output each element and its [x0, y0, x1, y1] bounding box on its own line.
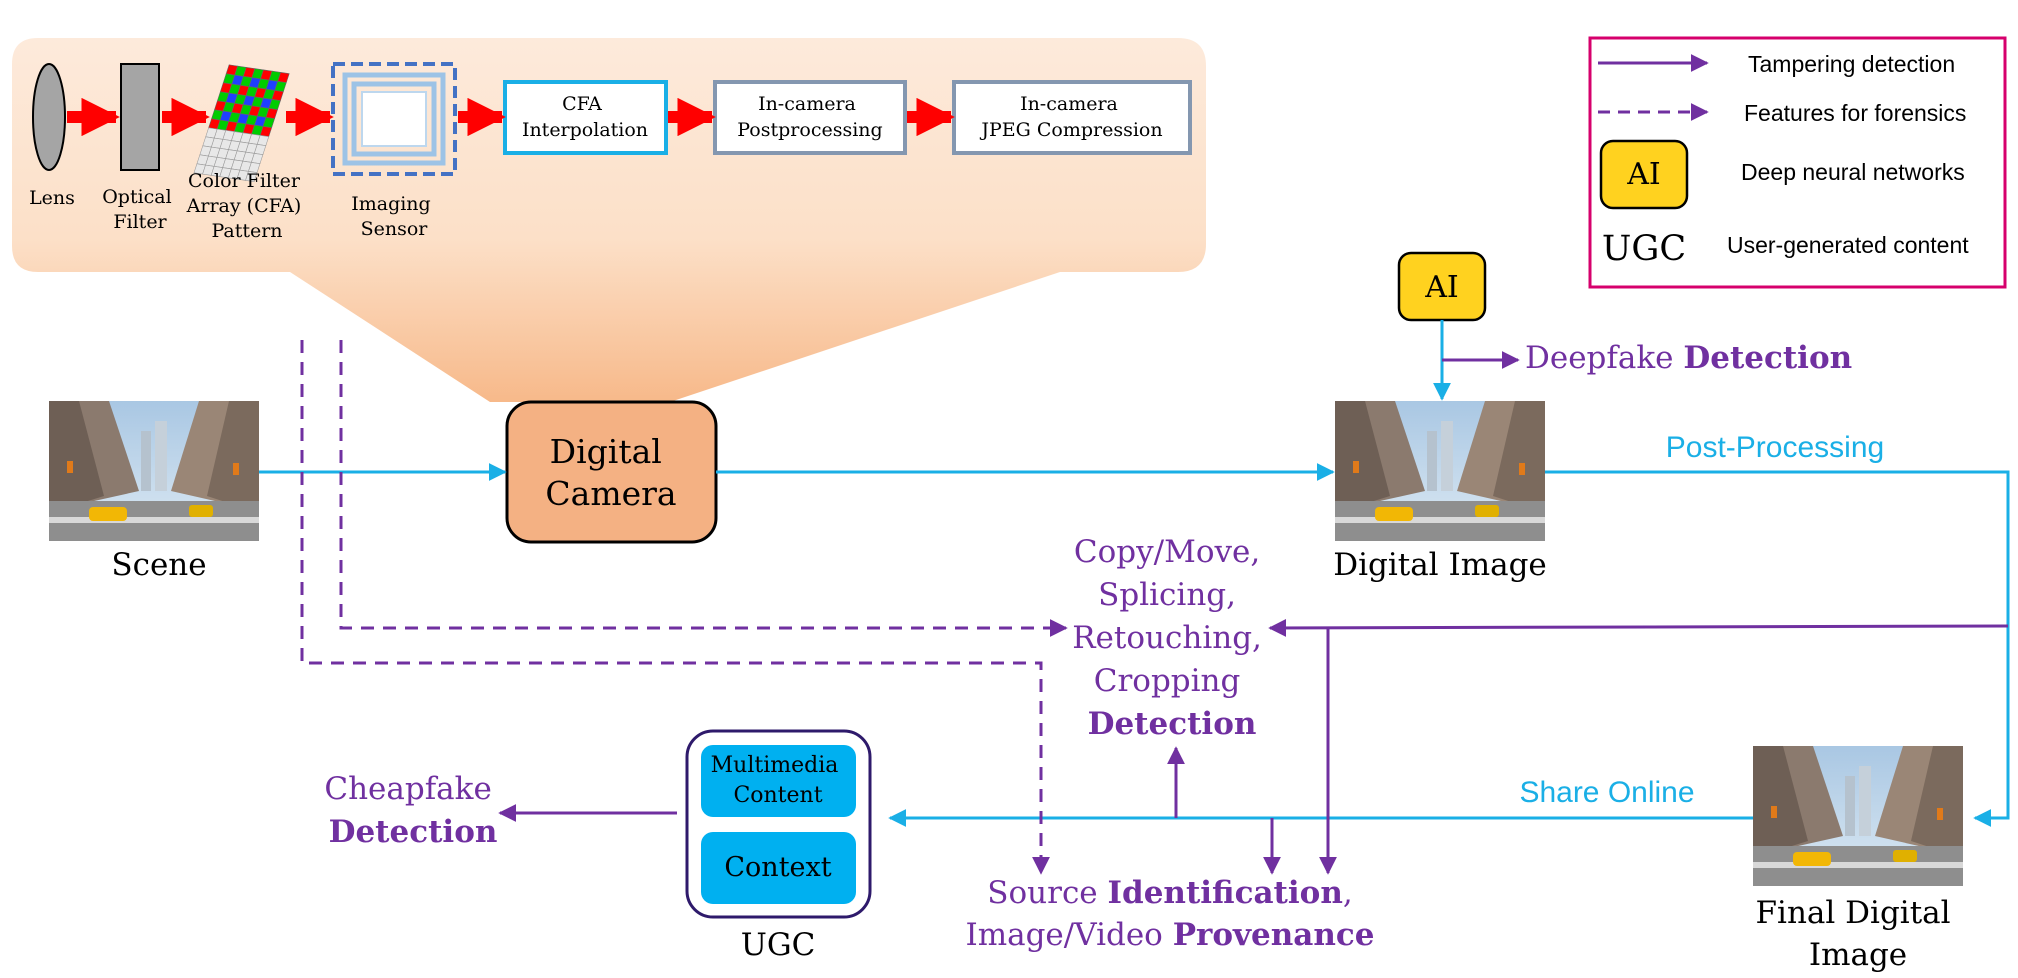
- legend-ugc-label: User-generated content: [1727, 232, 1969, 258]
- postprocessing-box: [713, 80, 907, 155]
- pipeline: Lens Optical Filter Color Filter Array (…: [29, 62, 1192, 242]
- multimedia-content-box: [701, 745, 856, 817]
- cfa-pattern-label: Color Filter Array (CFA) Pattern: [186, 170, 308, 242]
- postprocessing-label: In-camera Postprocessing: [737, 93, 882, 141]
- source-identification-label: Source Identification,: [987, 875, 1352, 911]
- context-label: Context: [724, 852, 831, 883]
- legend-tampering-label: Tampering detection: [1748, 51, 1955, 77]
- digital-image: [1335, 401, 1545, 541]
- imaging-sensor-shape: [331, 62, 457, 176]
- legend: Tampering detection Features for forensi…: [1588, 36, 2007, 289]
- cfa-pattern-shape: [193, 64, 290, 183]
- scene-image: [49, 401, 259, 541]
- digital-camera-label: Digital Camera: [545, 432, 676, 513]
- legend-ugc-badge: UGC: [1602, 229, 1686, 269]
- imaging-sensor-label: Imaging Sensor: [351, 193, 437, 240]
- purple-flows: [498, 351, 2009, 875]
- digital-camera-box: [505, 400, 718, 544]
- lens-label: Lens: [29, 187, 75, 209]
- cfa-interpolation-label: CFA Interpolation: [522, 93, 648, 141]
- cfa-interpolation-box: [503, 80, 668, 155]
- cfa-cell-empty: [245, 171, 258, 183]
- cheapfake-detection-label: Cheapfake Detection: [324, 771, 501, 850]
- legend-ai-badge-text: AI: [1626, 157, 1661, 192]
- legend-ai-badge: [1599, 139, 1689, 210]
- share-online-label: Share Online: [1519, 776, 1694, 809]
- deepfake-detection-label: Deepfake Detection: [1525, 340, 1852, 376]
- jpeg-box: [952, 80, 1192, 155]
- jpeg-label: In-camera JPEG Compression: [979, 93, 1162, 141]
- ai-box-text: AI: [1424, 270, 1459, 305]
- context-box: [701, 832, 856, 904]
- final-digital-image: [1753, 746, 1963, 886]
- lens-shape: [32, 63, 66, 171]
- tampering-detection-label: Copy/Move, Splicing, Retouching, Croppin…: [1072, 534, 1272, 742]
- optical-filter-shape: [120, 63, 160, 171]
- final-to-tamper-arrow: [1268, 618, 2009, 637]
- provenance-label: Image/Video Provenance: [965, 917, 1374, 953]
- post-processing-label: Post-Processing: [1666, 431, 1884, 464]
- digital-image-label: Digital Image: [1333, 547, 1547, 583]
- legend-features-label: Features for forensics: [1744, 100, 1966, 126]
- legend-dnn-label: Deep neural networks: [1741, 159, 1965, 185]
- scene-label: Scene: [111, 547, 206, 583]
- features-to-source-arrow: [300, 340, 1050, 875]
- features-to-tamper-arrow: [339, 340, 1068, 637]
- optical-filter-label: Optical Filter: [102, 186, 178, 233]
- final-image-label: Final Digital Image: [1756, 895, 1961, 973]
- multimedia-content-label: Multimedia Content: [711, 753, 846, 808]
- ugc-label: UGC: [741, 927, 816, 963]
- feature-flows: [300, 340, 1068, 875]
